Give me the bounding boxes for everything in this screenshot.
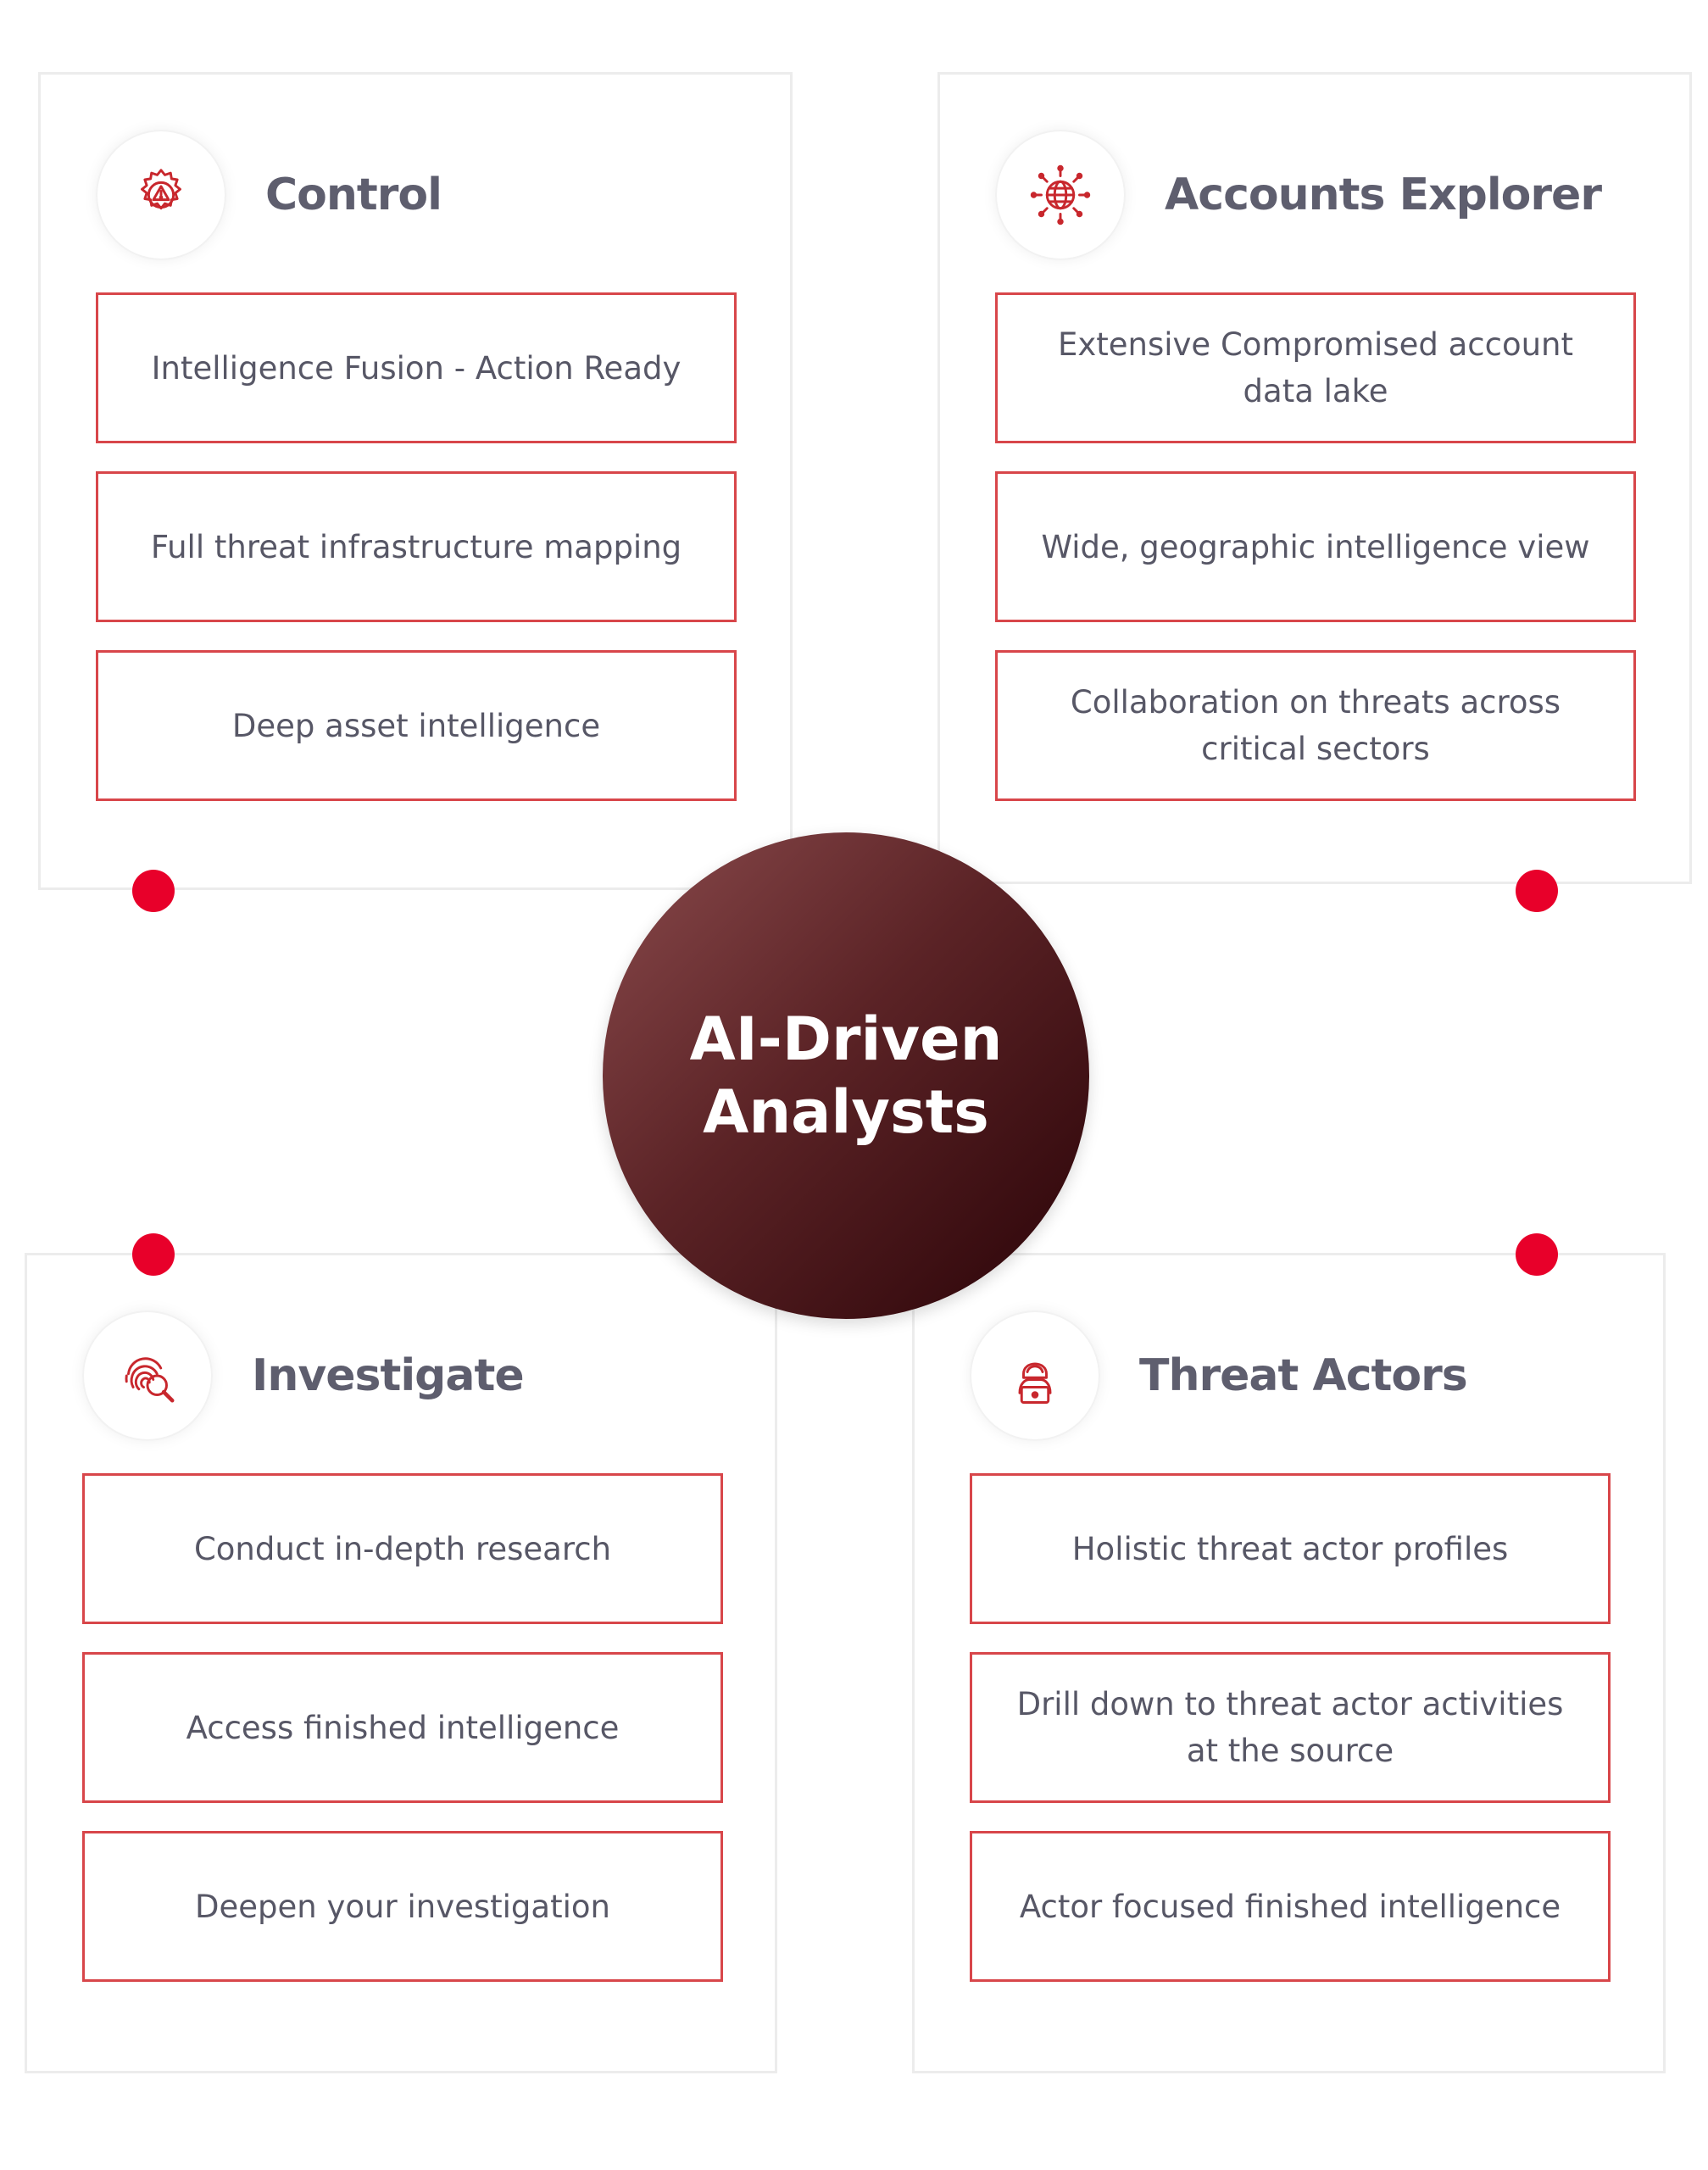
- panel-investigate: Investigate Conduct in-depth research Ac…: [25, 1253, 777, 2073]
- connector-dot-bottom-left: [132, 1233, 175, 1276]
- feature-box: Access finished intelligence: [82, 1652, 723, 1803]
- connector-dot-bottom-right: [1516, 1233, 1558, 1276]
- panel-title-investigate: Investigate: [252, 1350, 525, 1401]
- panel-accounts-explorer: Accounts Explorer Extensive Compromised …: [937, 72, 1692, 884]
- panel-title-threat-actors: Threat Actors: [1139, 1350, 1468, 1401]
- center-hub: AI-Driven Analysts: [603, 832, 1089, 1319]
- icon-circle-investigate: [84, 1312, 211, 1439]
- icon-circle-threat-actors: [971, 1312, 1099, 1439]
- feature-box: Actor focused finished intelligence: [970, 1831, 1611, 1982]
- panel-threat-actors: Threat Actors Holistic threat actor prof…: [912, 1253, 1666, 2073]
- connector-dot-top-right: [1516, 870, 1558, 912]
- feature-box: Deep asset intelligence: [96, 650, 737, 801]
- gear-alert-icon: [141, 169, 181, 210]
- center-hub-label: AI-Driven Analysts: [689, 1004, 1003, 1147]
- feature-box: Extensive Compromised account data lake: [995, 292, 1636, 443]
- feature-box: Conduct in-depth research: [82, 1473, 723, 1624]
- hacker-icon: [1018, 1362, 1052, 1404]
- feature-box: Full threat infrastructure mapping: [96, 471, 737, 622]
- feature-box: Wide, geographic intelligence view: [995, 471, 1636, 622]
- icon-circle-control: [97, 131, 225, 259]
- fingerprint-search-icon: [125, 1357, 175, 1403]
- feature-box: Holistic threat actor profiles: [970, 1473, 1611, 1624]
- feature-box: Intelligence Fusion - Action Ready: [96, 292, 737, 443]
- panel-title-control: Control: [265, 170, 442, 220]
- icon-circle-accounts-explorer: [997, 131, 1124, 259]
- feature-box: Collaboration on threats across critical…: [995, 650, 1636, 801]
- feature-box: Deepen your investigation: [82, 1831, 723, 1982]
- feature-box: Drill down to threat actor activities at…: [970, 1652, 1611, 1803]
- panel-title-accounts-explorer: Accounts Explorer: [1165, 170, 1602, 220]
- globe-network-icon: [1030, 164, 1091, 225]
- connector-dot-top-left: [132, 870, 175, 912]
- panel-control: Control Intelligence Fusion - Action Rea…: [38, 72, 793, 890]
